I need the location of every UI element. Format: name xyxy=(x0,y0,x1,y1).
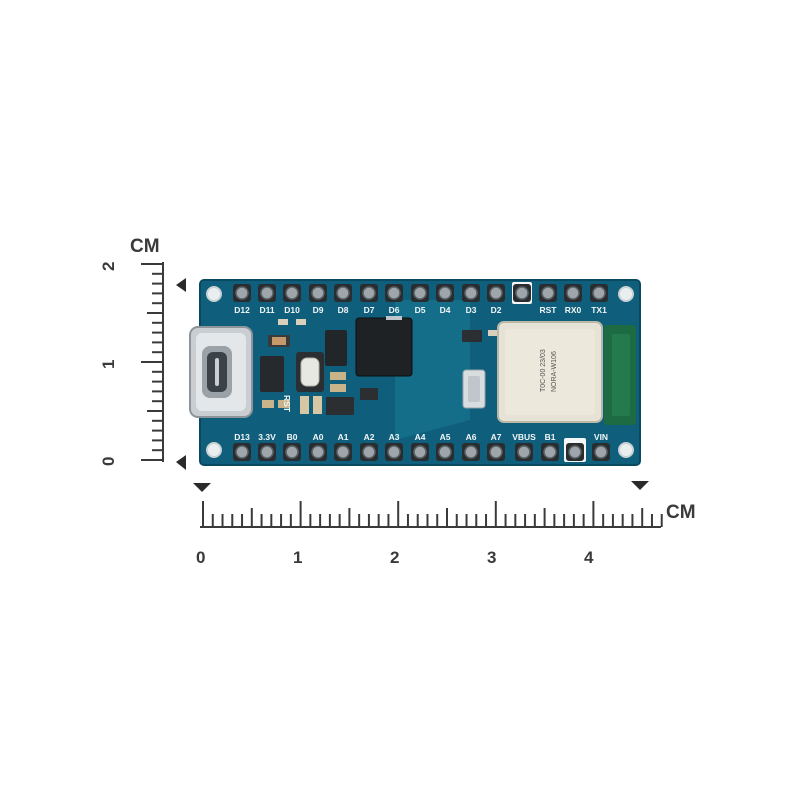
header-pin xyxy=(438,445,452,459)
top-pin-label: D9 xyxy=(313,305,324,315)
top-pin-label: D10 xyxy=(284,305,300,315)
smd-resistor xyxy=(488,330,498,336)
horizontal-label-3: 3 xyxy=(487,548,496,567)
top-pin-label: RST xyxy=(540,305,558,315)
top-pin-label: D7 xyxy=(364,305,375,315)
header-pin xyxy=(260,445,274,459)
header-pin xyxy=(592,286,606,300)
bottom-pin-label: A1 xyxy=(338,432,349,442)
top-pin-label: D5 xyxy=(415,305,426,315)
horizontal-label-4: 4 xyxy=(584,548,594,567)
vertical-label-2: 2 xyxy=(99,262,118,271)
top-pin-label: D12 xyxy=(234,305,250,315)
bottom-pin-label: 3.3V xyxy=(258,432,276,442)
header-pin xyxy=(438,286,452,300)
header-pin xyxy=(260,286,274,300)
bottom-pin-label: B1 xyxy=(545,432,556,442)
chip-pad xyxy=(386,316,402,320)
mounting-hole-bottom-right xyxy=(618,442,634,458)
bottom-pin-header xyxy=(233,438,610,462)
top-pin-label: D8 xyxy=(338,305,349,315)
bottom-pin-label: VIN xyxy=(594,432,608,442)
vertical-ruler: CM 2 1 0 xyxy=(99,236,186,470)
usb-c-connector xyxy=(189,326,253,418)
header-pin xyxy=(387,286,401,300)
header-pin xyxy=(566,286,580,300)
bottom-pin-label: A6 xyxy=(466,432,477,442)
header-pin xyxy=(489,286,503,300)
header-pin xyxy=(387,445,401,459)
header-pin xyxy=(285,445,299,459)
bottom-pin-label: A5 xyxy=(440,432,451,442)
header-pin xyxy=(285,286,299,300)
antenna-pattern xyxy=(612,334,630,416)
header-pin xyxy=(413,286,427,300)
mounting-hole-top-right xyxy=(618,286,634,302)
header-pin xyxy=(543,445,557,459)
reset-button-label: RST xyxy=(282,395,292,413)
vertical-label-0: 0 xyxy=(99,457,118,466)
vertical-ruler-ticks xyxy=(141,263,163,461)
header-pin xyxy=(362,286,376,300)
reset-button[interactable] xyxy=(296,352,324,392)
header-pin xyxy=(235,445,249,459)
header-pin xyxy=(464,445,478,459)
header-pin xyxy=(413,445,427,459)
top-pin-label: D4 xyxy=(440,305,451,315)
vertical-unit-label: CM xyxy=(130,236,160,257)
bottom-pin-label: VBUS xyxy=(512,432,536,442)
arduino-nano-board: D12 D11 D10 D9 D8 D7 D6 D5 D4 D3 D2 RST … xyxy=(189,279,641,466)
horizontal-label-2: 2 xyxy=(390,548,399,567)
pcb-trace-area xyxy=(395,300,470,440)
top-pin-label: D11 xyxy=(259,305,274,315)
horizontal-ruler: CM 0 1 2 3 4 xyxy=(193,481,696,567)
vertical-top-marker-icon xyxy=(176,278,186,292)
header-pin xyxy=(311,445,325,459)
mounting-hole-bottom-left xyxy=(206,442,222,458)
header-pin xyxy=(235,286,249,300)
power-components xyxy=(260,319,378,415)
header-pin xyxy=(541,286,555,300)
horizontal-label-1: 1 xyxy=(293,548,302,567)
top-pin-label: D6 xyxy=(389,305,400,315)
header-pin xyxy=(464,286,478,300)
top-pin-label: TX1 xyxy=(591,305,607,315)
top-pin-label: D3 xyxy=(466,305,477,315)
vertical-label-1: 1 xyxy=(99,360,118,369)
bottom-pin-label: A7 xyxy=(491,432,502,442)
header-pin xyxy=(517,445,531,459)
header-pin xyxy=(594,445,608,459)
bottom-pin-label: A2 xyxy=(364,432,375,442)
horizontal-right-marker-icon xyxy=(631,481,649,490)
crystal-body xyxy=(468,376,480,402)
bottom-pin-label: A4 xyxy=(415,432,426,442)
bottom-pin-label: D13 xyxy=(234,432,250,442)
horizontal-left-marker-icon xyxy=(193,483,211,492)
header-pin xyxy=(362,445,376,459)
header-pin xyxy=(568,445,582,459)
top-pin-label: RX0 xyxy=(565,305,582,315)
header-pin xyxy=(515,286,529,300)
header-pin xyxy=(489,445,503,459)
module-code-text: T0C-00 23/03 xyxy=(540,349,547,392)
small-ic xyxy=(462,330,482,342)
horizontal-ruler-ticks xyxy=(202,501,663,527)
horizontal-label-0: 0 xyxy=(196,548,205,567)
microcontroller-chip xyxy=(355,317,413,377)
top-pin-label: D2 xyxy=(491,305,502,315)
header-pin xyxy=(336,286,350,300)
vertical-bottom-marker-icon xyxy=(176,455,186,470)
mounting-hole-top-left xyxy=(206,286,222,302)
bottom-pin-label: B0 xyxy=(287,432,298,442)
horizontal-unit-label: CM xyxy=(666,502,696,523)
header-pin xyxy=(336,445,350,459)
bottom-pin-label: A3 xyxy=(389,432,400,442)
header-pin xyxy=(311,286,325,300)
top-pin-header xyxy=(233,282,608,304)
module-model-text: NORA-W106 xyxy=(551,351,558,392)
bottom-pin-label: A0 xyxy=(313,432,324,442)
wifi-module: T0C-00 23/03 NORA-W106 xyxy=(497,321,603,423)
